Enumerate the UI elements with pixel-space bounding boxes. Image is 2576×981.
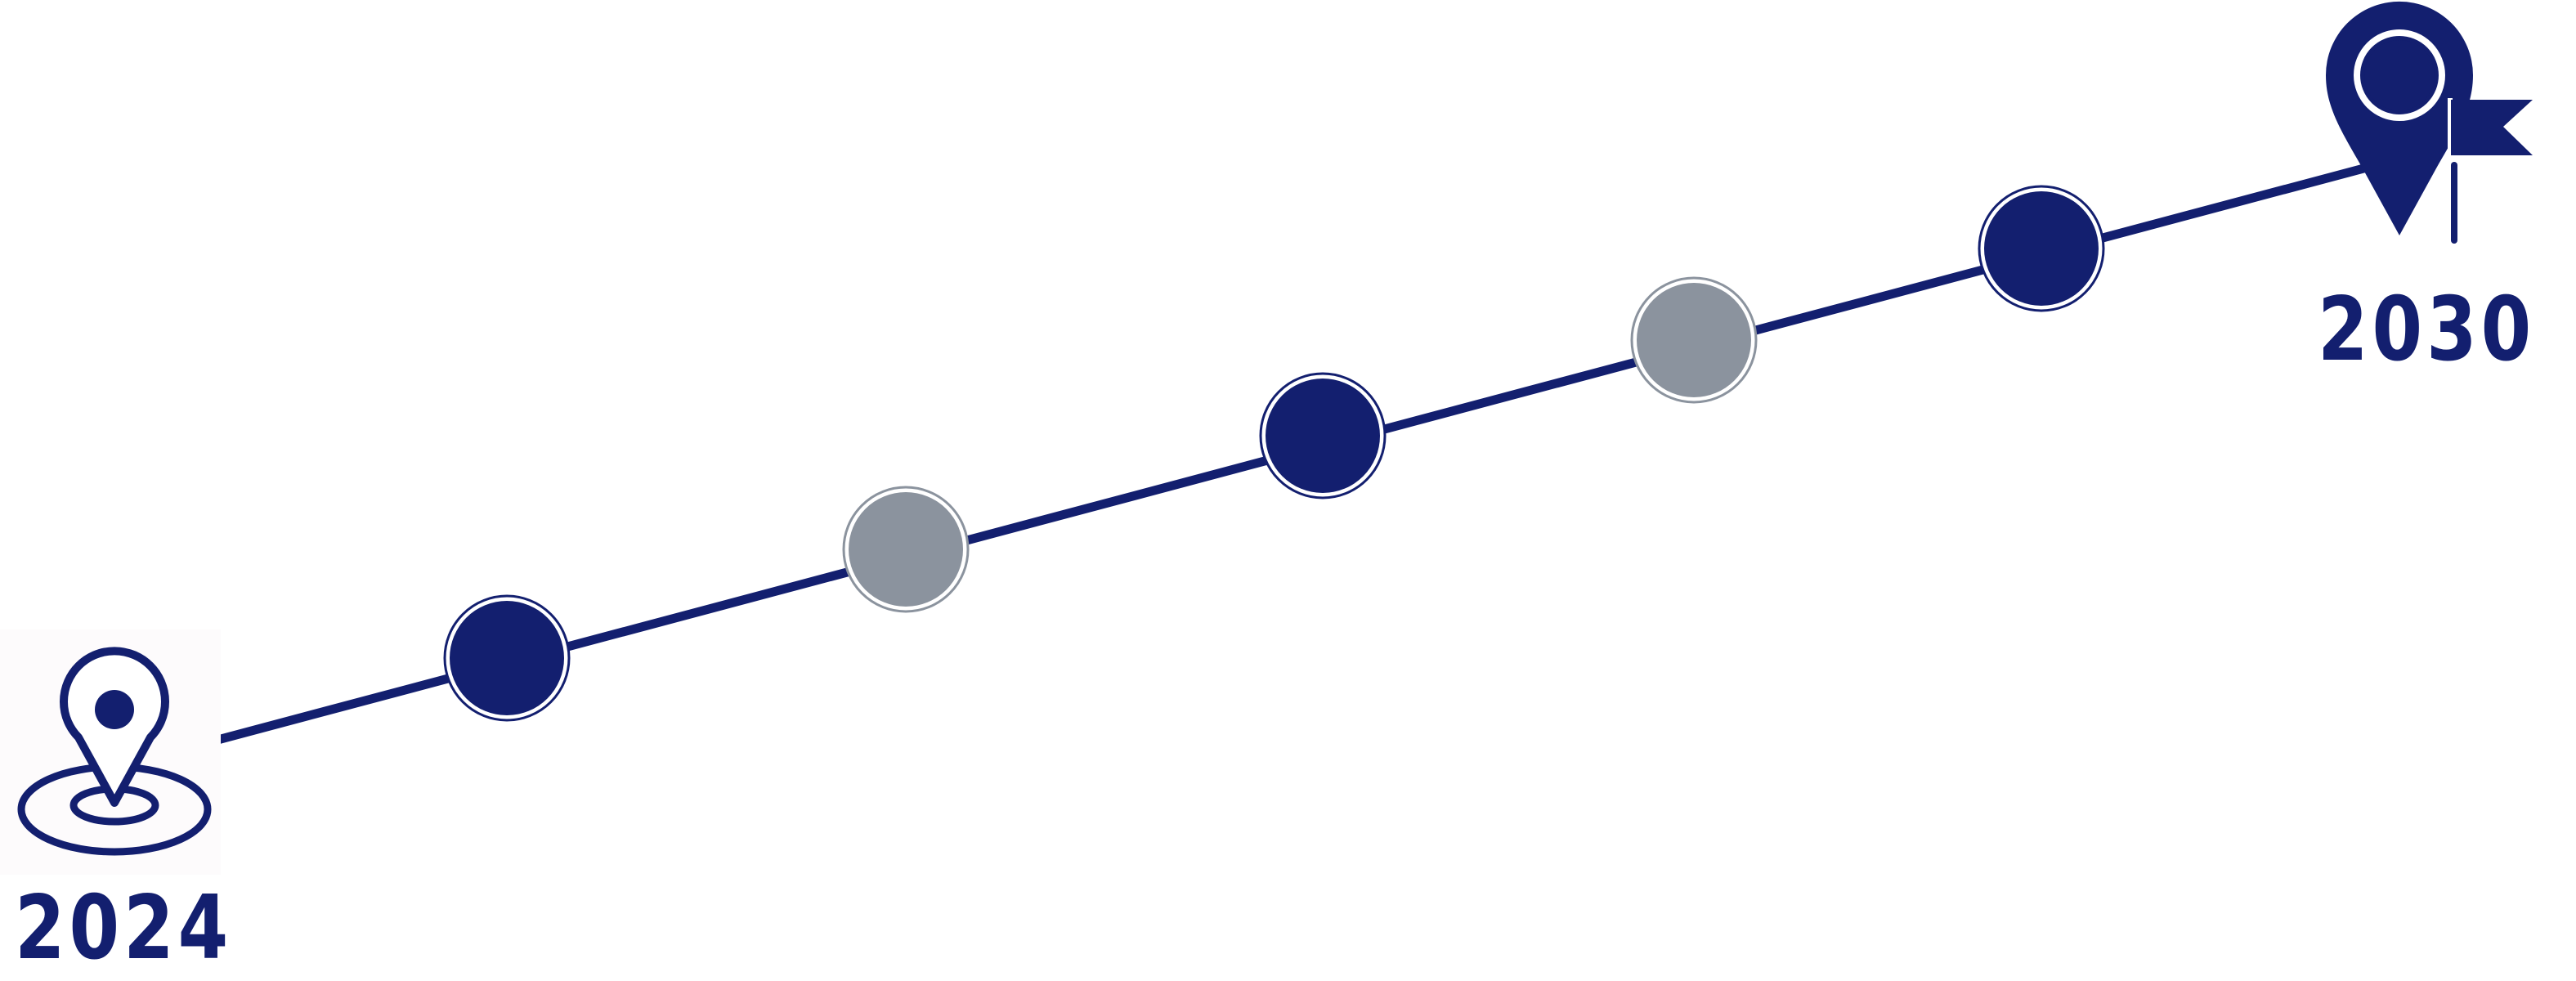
location-pin-target-icon (0, 629, 221, 875)
milestone-4-inactive (1630, 276, 1758, 404)
location-pin-flag-icon (2326, 1, 2533, 244)
milestone-5-active (1978, 185, 2105, 312)
end-year-label: 2030 (2318, 279, 2536, 381)
milestone-1-active (443, 594, 571, 722)
milestone-3-active (1259, 372, 1387, 499)
start-year-label: 2024 (15, 877, 233, 979)
milestone-2-inactive (842, 486, 970, 613)
milestone-group (443, 185, 2105, 722)
